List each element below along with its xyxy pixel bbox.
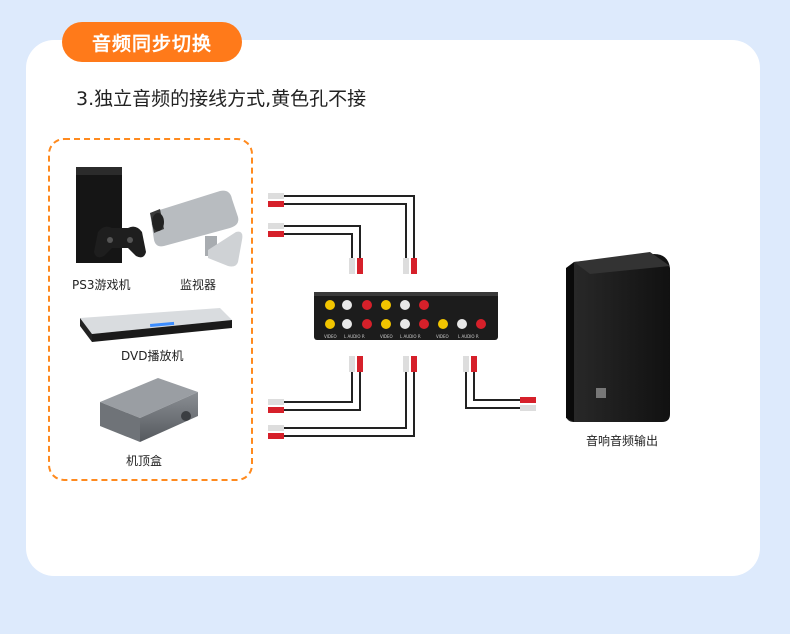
panel-video-label-1: VIDEO	[324, 334, 337, 339]
game-console-icon	[76, 167, 146, 263]
cables-bottom	[284, 372, 415, 437]
page-heading: 3.独立音频的接线方式,黄色孔不接	[76, 88, 367, 110]
panel-audio-label-3: L AUDIO R	[458, 334, 479, 339]
cable-output	[465, 372, 520, 409]
dvd-player-icon	[80, 308, 232, 342]
panel-audio-label-1: L AUDIO R	[344, 334, 365, 339]
label-settop: 机顶盒	[126, 454, 163, 468]
cables-top	[284, 195, 415, 262]
label-ps3: PS3游戏机	[72, 278, 131, 292]
rca-plugs-bottom	[268, 356, 536, 439]
set-top-box-icon	[100, 378, 198, 442]
switch-ports-top	[325, 300, 429, 310]
cctv-camera-icon	[150, 190, 243, 267]
panel-video-label-3: VIDEO	[436, 334, 449, 339]
section-badge: 音频同步切换	[62, 22, 242, 62]
panel-video-label-2: VIDEO	[380, 334, 393, 339]
label-speaker: 音响音频输出	[586, 434, 659, 448]
source-devices-box	[48, 138, 253, 481]
speaker-icon	[566, 252, 670, 422]
label-monitor: 监视器	[180, 278, 217, 292]
switch-ports-bottom	[325, 319, 486, 329]
av-switch-box	[314, 292, 498, 340]
label-dvd: DVD播放机	[121, 349, 184, 363]
panel-audio-label-2: L AUDIO R	[400, 334, 421, 339]
rca-plugs-top	[268, 193, 417, 274]
